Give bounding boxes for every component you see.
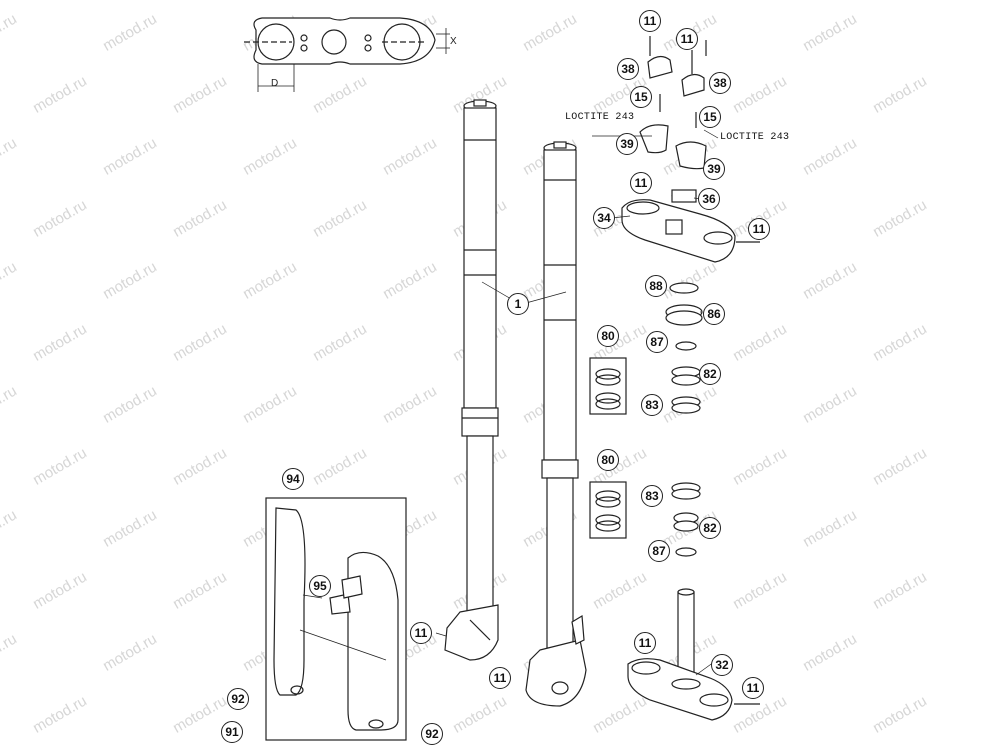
callout-34: 34 bbox=[593, 207, 615, 229]
clamp-outline-view bbox=[244, 17, 450, 92]
fork-leg-left bbox=[444, 99, 499, 661]
callout-80: 80 bbox=[597, 325, 619, 347]
upper-triple-clamp bbox=[621, 199, 760, 263]
callout-15: 15 bbox=[699, 106, 721, 128]
callout-11: 11 bbox=[489, 667, 511, 689]
callout-87: 87 bbox=[648, 540, 670, 562]
callout-11: 11 bbox=[410, 622, 432, 644]
bearing-parts bbox=[589, 189, 703, 557]
callout-94: 94 bbox=[282, 468, 304, 490]
callout-82: 82 bbox=[699, 517, 721, 539]
callout-36: 36 bbox=[698, 188, 720, 210]
callout-92: 92 bbox=[227, 688, 249, 710]
callout-11: 11 bbox=[676, 28, 698, 50]
lower-triple-clamp bbox=[627, 588, 760, 721]
callout-95: 95 bbox=[309, 575, 331, 597]
callout-32: 32 bbox=[711, 654, 733, 676]
callout-38: 38 bbox=[709, 72, 731, 94]
callout-11: 11 bbox=[630, 172, 652, 194]
dimension-x-label: X bbox=[450, 36, 457, 47]
callout-80: 80 bbox=[597, 449, 619, 471]
fork-guard-group bbox=[265, 497, 407, 741]
handlebar-clamps bbox=[639, 36, 707, 170]
callout-88: 88 bbox=[645, 275, 667, 297]
callout-39: 39 bbox=[703, 158, 725, 180]
callout-1: 1 bbox=[507, 293, 529, 315]
callout-83: 83 bbox=[641, 485, 663, 507]
fork-leg-right bbox=[525, 141, 587, 707]
callout-82: 82 bbox=[699, 363, 721, 385]
callout-91: 91 bbox=[221, 721, 243, 743]
callout-11: 11 bbox=[742, 677, 764, 699]
callout-83: 83 bbox=[641, 394, 663, 416]
callout-11: 11 bbox=[639, 10, 661, 32]
callout-92: 92 bbox=[421, 723, 443, 745]
callout-11: 11 bbox=[634, 632, 656, 654]
callout-11: 11 bbox=[748, 218, 770, 240]
callout-86: 86 bbox=[703, 303, 725, 325]
loctite-note-left: LOCTITE 243 bbox=[565, 112, 635, 123]
callout-15: 15 bbox=[630, 86, 652, 108]
callout-38: 38 bbox=[617, 58, 639, 80]
dimension-d-label: D bbox=[271, 78, 279, 89]
callout-87: 87 bbox=[646, 331, 668, 353]
callout-39: 39 bbox=[616, 133, 638, 155]
loctite-note-right: LOCTITE 243 bbox=[720, 132, 790, 143]
